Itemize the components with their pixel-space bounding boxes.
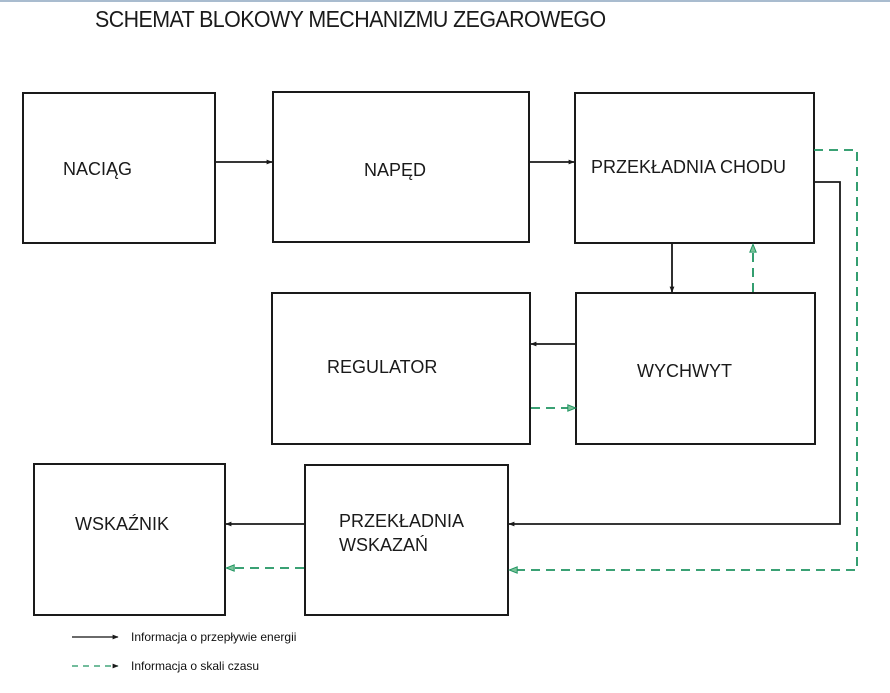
dashed-arrow-przekladnia-chodu-to-przekladnia-wskazan: [510, 149, 858, 570]
block-przekladnia-chodu: PRZEKŁADNIA CHODU: [574, 92, 815, 244]
block-naped: NAPĘD: [272, 91, 530, 243]
block-przekladnia-wskazan-frame: [304, 464, 509, 616]
block-naped-frame: [272, 91, 530, 243]
block-przekladnia-wskazan-label-line2: WSKAZAŃ: [339, 535, 428, 555]
block-przekladnia-wskazan: PRZEKŁADNIA WSKAZAŃ: [304, 464, 509, 616]
legend: Informacja o przepływie energii Informac…: [72, 630, 296, 673]
block-wskaznik-frame: [33, 463, 226, 616]
block-naciag-frame: [22, 92, 216, 244]
block-wskaznik: WSKAŹNIK: [33, 463, 226, 616]
top-border: [0, 0, 890, 2]
block-przekladnia-wskazan-label-line1: PRZEKŁADNIA: [339, 511, 464, 531]
block-wychwyt: WYCHWYT: [575, 292, 816, 445]
block-regulator: REGULATOR: [271, 292, 531, 445]
legend-energy-label: Informacja o przepływie energii: [131, 630, 296, 644]
block-regulator-frame: [271, 292, 531, 445]
block-wychwyt-frame: [575, 292, 816, 445]
block-wychwyt-label: WYCHWYT: [637, 361, 732, 381]
block-przekladnia-chodu-label: PRZEKŁADNIA CHODU: [591, 157, 786, 177]
legend-time-label: Informacja o skali czasu: [131, 659, 259, 673]
diagram-title: SCHEMAT BLOKOWY MECHANIZMU ZEGAROWEGO: [95, 6, 606, 32]
block-przekladnia-chodu-frame: [574, 92, 815, 244]
arrow-przekladnia-chodu-to-przekladnia-wskazan: [508, 181, 841, 527]
block-wskaznik-label: WSKAŹNIK: [75, 514, 169, 534]
block-regulator-label: REGULATOR: [327, 357, 437, 377]
block-naped-label: NAPĘD: [364, 160, 426, 180]
block-naciag-label: NACIĄG: [63, 159, 132, 179]
block-naciag: NACIĄG: [22, 92, 216, 244]
